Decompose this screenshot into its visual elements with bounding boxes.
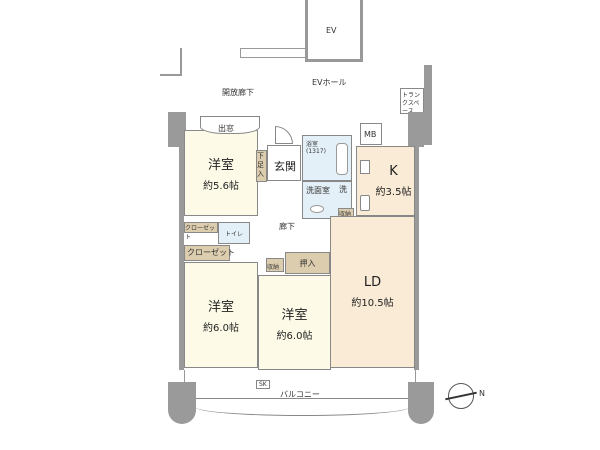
bath-size: (1317)	[306, 148, 326, 155]
open-corridor-label: 開放廊下	[222, 88, 254, 97]
western-room-1[interactable]: 洋室 約5.6帖	[184, 130, 258, 216]
oshiire: 押入	[285, 252, 330, 274]
room-name: K	[389, 164, 398, 179]
room-name: 洋室	[281, 307, 308, 323]
western-room-2[interactable]: 洋室 約6.0帖	[184, 262, 258, 368]
shoe-closet-label: 下足入	[257, 152, 264, 178]
balcony-rail	[195, 398, 410, 416]
room-name: 洋室	[207, 300, 234, 315]
room-name: 洋室	[207, 158, 234, 173]
ev-shaft	[305, 0, 363, 62]
entrance-label: 玄関	[274, 160, 296, 173]
balcony-label: バルコニー	[280, 390, 320, 399]
left-wall	[179, 140, 184, 370]
meter-box	[360, 123, 382, 145]
bathtub	[336, 143, 348, 175]
toilet[interactable]: トイレ	[218, 222, 250, 244]
living-dining[interactable]: LD 約10.5帖	[330, 216, 415, 368]
corridor-label: 廊下	[279, 222, 295, 231]
shoe-closet	[256, 150, 267, 182]
bath-label: 浴室	[306, 141, 319, 148]
right-pillar	[424, 65, 432, 145]
entrance[interactable]	[267, 145, 301, 181]
storage-hall: 収納	[266, 258, 284, 272]
bay-window-label: 出窓	[218, 124, 234, 133]
corridor-wall	[240, 48, 308, 58]
room-area: 約6.0帖	[276, 330, 313, 342]
stove-icon	[360, 160, 370, 174]
sk-label: SK	[256, 380, 270, 389]
room-area: 約6.0帖	[203, 323, 239, 334]
mb-label: MB	[364, 130, 377, 139]
right-corner-wall	[408, 112, 424, 147]
closet: クローゼット	[184, 245, 235, 261]
right-wall	[414, 140, 419, 370]
room-area: 約10.5帖	[351, 298, 394, 309]
ev-hall-label: EVホール	[312, 78, 347, 87]
left-corner-wall	[168, 112, 186, 147]
wash-basin	[310, 205, 324, 213]
sink-icon	[360, 195, 370, 211]
entry-door[interactable]	[275, 126, 293, 144]
kitchen[interactable]: K 約3.5帖	[356, 146, 415, 216]
stair-wall	[160, 48, 182, 76]
compass-icon	[445, 383, 477, 409]
room-name: LD	[363, 275, 382, 290]
balcony-pillar-left	[168, 382, 196, 424]
ev-label: EV	[326, 26, 337, 35]
washer-label: 洗	[339, 185, 347, 194]
western-room-3[interactable]: 洋室 約6.0帖	[258, 275, 331, 370]
room-area: 約3.5帖	[375, 187, 412, 198]
trunk-space-label: トランクスペース	[402, 92, 421, 115]
balcony-pillar-right	[408, 382, 434, 424]
compass-needle	[445, 391, 477, 401]
closet-small: クローゼット	[184, 222, 218, 241]
washroom-label: 洗面室	[306, 186, 330, 195]
north-label: N	[479, 389, 485, 398]
bay-window	[200, 116, 260, 134]
room-area: 約5.6帖	[203, 181, 239, 192]
toilet-label: トイレ	[224, 230, 243, 238]
